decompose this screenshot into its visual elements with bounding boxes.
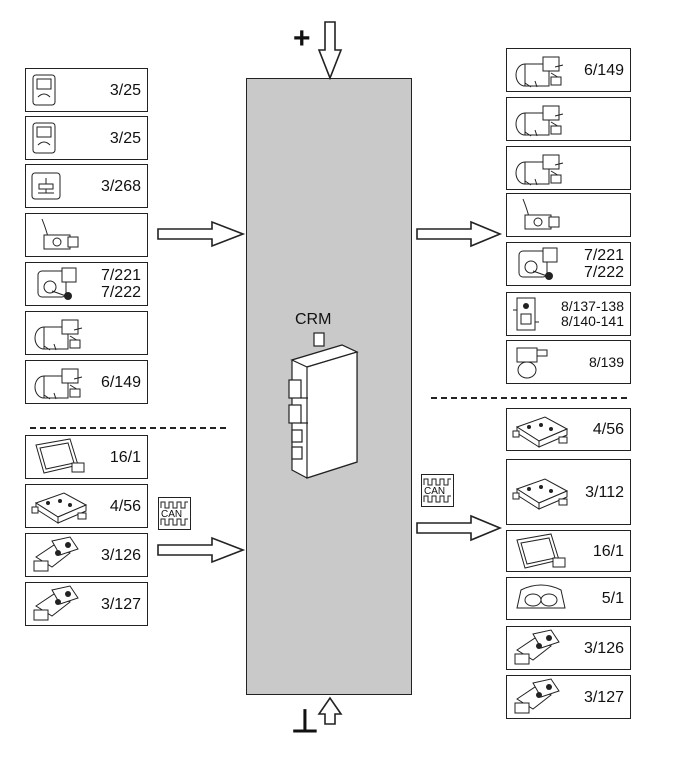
component-label: 8/137-138 8/140-141 — [560, 298, 624, 329]
door-switch-icon — [30, 73, 58, 112]
actuator-icon — [511, 100, 567, 143]
can-input-arrow — [157, 536, 246, 564]
right-can-component: 16/1 — [506, 530, 631, 572]
switch-module-icon — [30, 535, 82, 580]
component-label: 3/127 — [100, 595, 141, 613]
component-label: 3/127 — [583, 688, 624, 706]
component-label: 3/268 — [100, 177, 141, 195]
control-module-icon — [511, 473, 571, 516]
left-separator — [30, 427, 226, 429]
right-outputs-component: 8/137-138 8/140-141 — [506, 292, 631, 336]
control-module-icon — [30, 487, 90, 530]
left-can-component: 3/127 — [25, 582, 148, 626]
left-inputs-component — [25, 311, 148, 355]
right-outputs-component — [506, 193, 631, 237]
actuator-icon — [511, 149, 567, 192]
actuator-icon — [30, 314, 86, 357]
input-arrow — [157, 220, 246, 248]
left-can-component: 4/56 — [25, 484, 148, 528]
component-label: 4/56 — [109, 497, 141, 515]
crm-module-block — [246, 78, 412, 695]
lock-motor-icon — [30, 265, 82, 308]
component-label: 6/149 — [100, 373, 141, 391]
can-bus-icon-right: CAN — [421, 474, 454, 507]
left-can-component: 16/1 — [25, 435, 148, 479]
right-can-component: 3/127 — [506, 675, 631, 719]
instrument-cluster-icon — [511, 580, 569, 623]
plus-symbol: + — [293, 22, 311, 55]
crm-label: CRM — [295, 311, 332, 328]
component-label: 3/126 — [100, 546, 141, 564]
power-in-arrow — [317, 21, 343, 81]
component-label: 16/1 — [109, 448, 141, 466]
left-inputs-component: 3/268 — [25, 164, 148, 208]
control-module-icon — [511, 411, 571, 454]
right-outputs-component — [506, 97, 631, 141]
display-module-icon — [30, 437, 88, 482]
can-bus-icon-left: CAN — [158, 497, 191, 530]
component-label: 16/1 — [592, 542, 624, 560]
can-label-left: CAN — [161, 509, 183, 520]
right-can-component: 5/1 — [506, 577, 631, 620]
right-can-component: 4/56 — [506, 408, 631, 451]
component-label: 3/112 — [585, 483, 624, 501]
switch-module-icon — [511, 677, 563, 722]
lock-motor-icon — [511, 245, 563, 288]
right-outputs-component: 6/149 — [506, 48, 631, 92]
left-can-component: 3/126 — [25, 533, 148, 577]
component-label: 7/221 7/222 — [583, 247, 624, 281]
switch-module-icon — [511, 628, 563, 673]
left-inputs-component: 6/149 — [25, 360, 148, 404]
left-inputs-component: 7/221 7/222 — [25, 262, 148, 306]
door-switch-icon — [30, 121, 58, 160]
actuator-icon — [511, 51, 567, 94]
right-outputs-component — [506, 146, 631, 190]
left-inputs-component: 3/25 — [25, 68, 148, 112]
ground-symbol: ⊥ — [291, 703, 319, 739]
ground-arrow — [317, 696, 343, 725]
left-inputs-component — [25, 213, 148, 257]
right-separator — [431, 397, 627, 399]
display-module-icon — [511, 532, 569, 577]
can-output-arrow — [416, 514, 503, 542]
component-label: 5/1 — [601, 590, 624, 607]
component-label: 3/25 — [109, 129, 141, 147]
right-can-component: 3/126 — [506, 626, 631, 670]
switch-module-icon — [30, 584, 82, 629]
right-outputs-component: 8/139 — [506, 340, 631, 384]
component-label: 3/126 — [583, 639, 624, 657]
component-label: 7/221 7/222 — [100, 267, 141, 301]
horn-icon — [511, 342, 551, 387]
left-inputs-component: 3/25 — [25, 116, 148, 160]
component-label: 8/139 — [588, 353, 624, 370]
actuator-icon — [30, 363, 86, 406]
trunk-switch-icon — [30, 171, 62, 206]
right-outputs-component: 7/221 7/222 — [506, 242, 631, 286]
output-arrow — [416, 220, 503, 248]
sensor-icon — [511, 197, 563, 238]
right-can-component: 3/112 — [506, 459, 631, 525]
relay-icon — [511, 294, 541, 339]
can-label-right: CAN — [424, 486, 446, 497]
component-label: 6/149 — [583, 61, 624, 79]
component-label: 4/56 — [592, 421, 624, 438]
component-label: 3/25 — [109, 81, 141, 99]
sensor-icon — [30, 217, 82, 258]
